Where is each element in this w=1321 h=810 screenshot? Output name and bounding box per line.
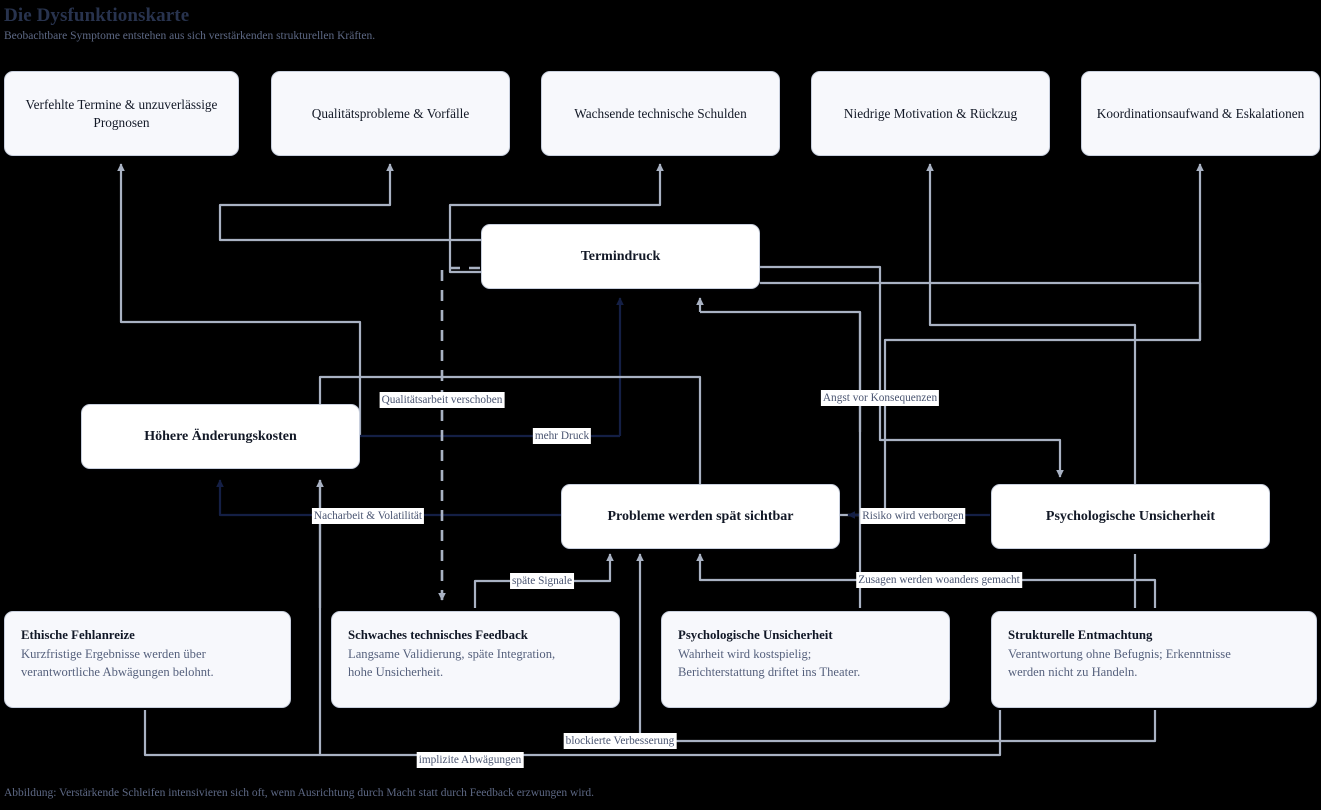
core-label: Probleme werden spät sichtbar — [607, 508, 794, 524]
edge-termindruck-to-psych-unsicherheit — [760, 265, 1064, 478]
symptom-label: Verfehlte Termine & unzuverlässige Progn… — [25, 96, 218, 130]
core-node-aenderungskosten[interactable]: Höhere Änderungskosten — [81, 404, 360, 469]
edge-label-blockierte-verbesserung: blockierte Verbesserung — [563, 733, 677, 749]
symptom-node-verfehlte-termine[interactable]: Verfehlte Termine & unzuverlässige Progn… — [4, 71, 239, 156]
page-title: Die Dysfunktionskarte — [4, 5, 190, 26]
edge-label-qualitaetsarbeit-verschoben: Qualitätsarbeit verschoben — [379, 392, 505, 408]
edge-spaet-sichtbar-to-termindruck-secondary — [318, 375, 702, 486]
symptom-label: Niedrige Motivation & Rückzug — [843, 105, 1018, 121]
edge-termindruck-to-feedback-dashed — [438, 266, 520, 601]
edge-label-implizite-abwaegungen: implizite Abwägungen — [416, 752, 524, 768]
edge-spaet-sichtbar-to-koordinationsaufwand — [840, 163, 1204, 517]
edge-label-zusagen-woanders: Zusagen werden woanders gemacht — [856, 572, 1022, 588]
edge-termindruck-right-branch — [760, 281, 1202, 340]
root-title: Ethische Fehlanreize — [21, 628, 135, 642]
core-label: Höhere Änderungskosten — [144, 428, 297, 444]
root-node-psychologische-unsicherheit[interactable]: Psychologische Unsicherheit Wahrheit wir… — [661, 611, 950, 708]
core-node-termindruck[interactable]: Termindruck — [481, 224, 760, 289]
edge-unsicherheit-to-niedrige-motivation — [926, 163, 1137, 485]
edge-label-nacharbeit-volatilitaet: Nacharbeit & Volatilität — [311, 508, 425, 524]
symptom-node-niedrige-motivation[interactable]: Niedrige Motivation & Rückzug — [811, 71, 1050, 156]
core-node-psychologische-unsicherheit[interactable]: Psychologische Unsicherheit — [991, 484, 1270, 549]
edge-label-risiko-wird-verborgen: Risiko wird verborgen — [860, 508, 966, 524]
edge-label-mehr-druck: mehr Druck — [532, 428, 592, 444]
symptom-label: Koordinationsaufwand & Eskalationen — [1096, 105, 1305, 121]
edge-aenderungskosten-to-verfehlte-termine — [117, 163, 362, 436]
root-description: Wahrheit wird kostspielig; Berichterstat… — [678, 647, 861, 679]
root-node-schwaches-feedback[interactable]: Schwaches technisches Feedback Langsame … — [331, 611, 620, 708]
root-description: Langsame Validierung, späte Integration,… — [348, 647, 556, 679]
symptom-node-koordinationsaufwand[interactable]: Koordinationsaufwand & Eskalationen — [1081, 71, 1320, 156]
root-description: Kurzfristige Ergebnisse werden über vera… — [21, 647, 214, 679]
symptom-node-technische-schulden[interactable]: Wachsende technische Schulden — [541, 71, 780, 156]
edge-label-spaete-signale: späte Signale — [510, 573, 574, 589]
symptom-label: Qualitätsprobleme & Vorfälle — [311, 105, 470, 121]
diagram-header: Die Dysfunktionskarte Beobachtbare Sympt… — [4, 4, 904, 44]
edge-termindruck-feed-route — [700, 310, 862, 432]
root-title: Strukturelle Entmachtung — [1008, 628, 1153, 642]
edge-label-angst-vor-konsequenzen: Angst vor Konsequenzen — [820, 390, 940, 406]
symptom-node-qualitaetsprobleme[interactable]: Qualitätsprobleme & Vorfälle — [271, 71, 510, 156]
figure-caption: Abbildung: Verstärkende Schleifen intens… — [4, 787, 594, 799]
core-label: Termindruck — [580, 248, 661, 264]
root-node-strukturelle-entmachtung[interactable]: Strukturelle Entmachtung Verantwortung o… — [991, 611, 1317, 708]
page-subtitle: Beobachtbare Symptome entstehen aus sich… — [4, 30, 376, 42]
root-description: Verantwortung ohne Befugnis; Erkenntniss… — [1008, 647, 1231, 679]
root-title: Psychologische Unsicherheit — [678, 628, 833, 642]
symptom-label: Wachsende technische Schulden — [574, 105, 747, 121]
root-node-ethische-fehlanreize[interactable]: Ethische Fehlanreize Kurzfristige Ergebn… — [4, 611, 291, 708]
edge-termindruck-to-qualitaetsprobleme — [218, 163, 481, 242]
root-title: Schwaches technisches Feedback — [348, 628, 528, 642]
core-node-probleme-spaet-sichtbar[interactable]: Probleme werden spät sichtbar — [561, 484, 840, 549]
core-label: Psychologische Unsicherheit — [1045, 508, 1216, 524]
